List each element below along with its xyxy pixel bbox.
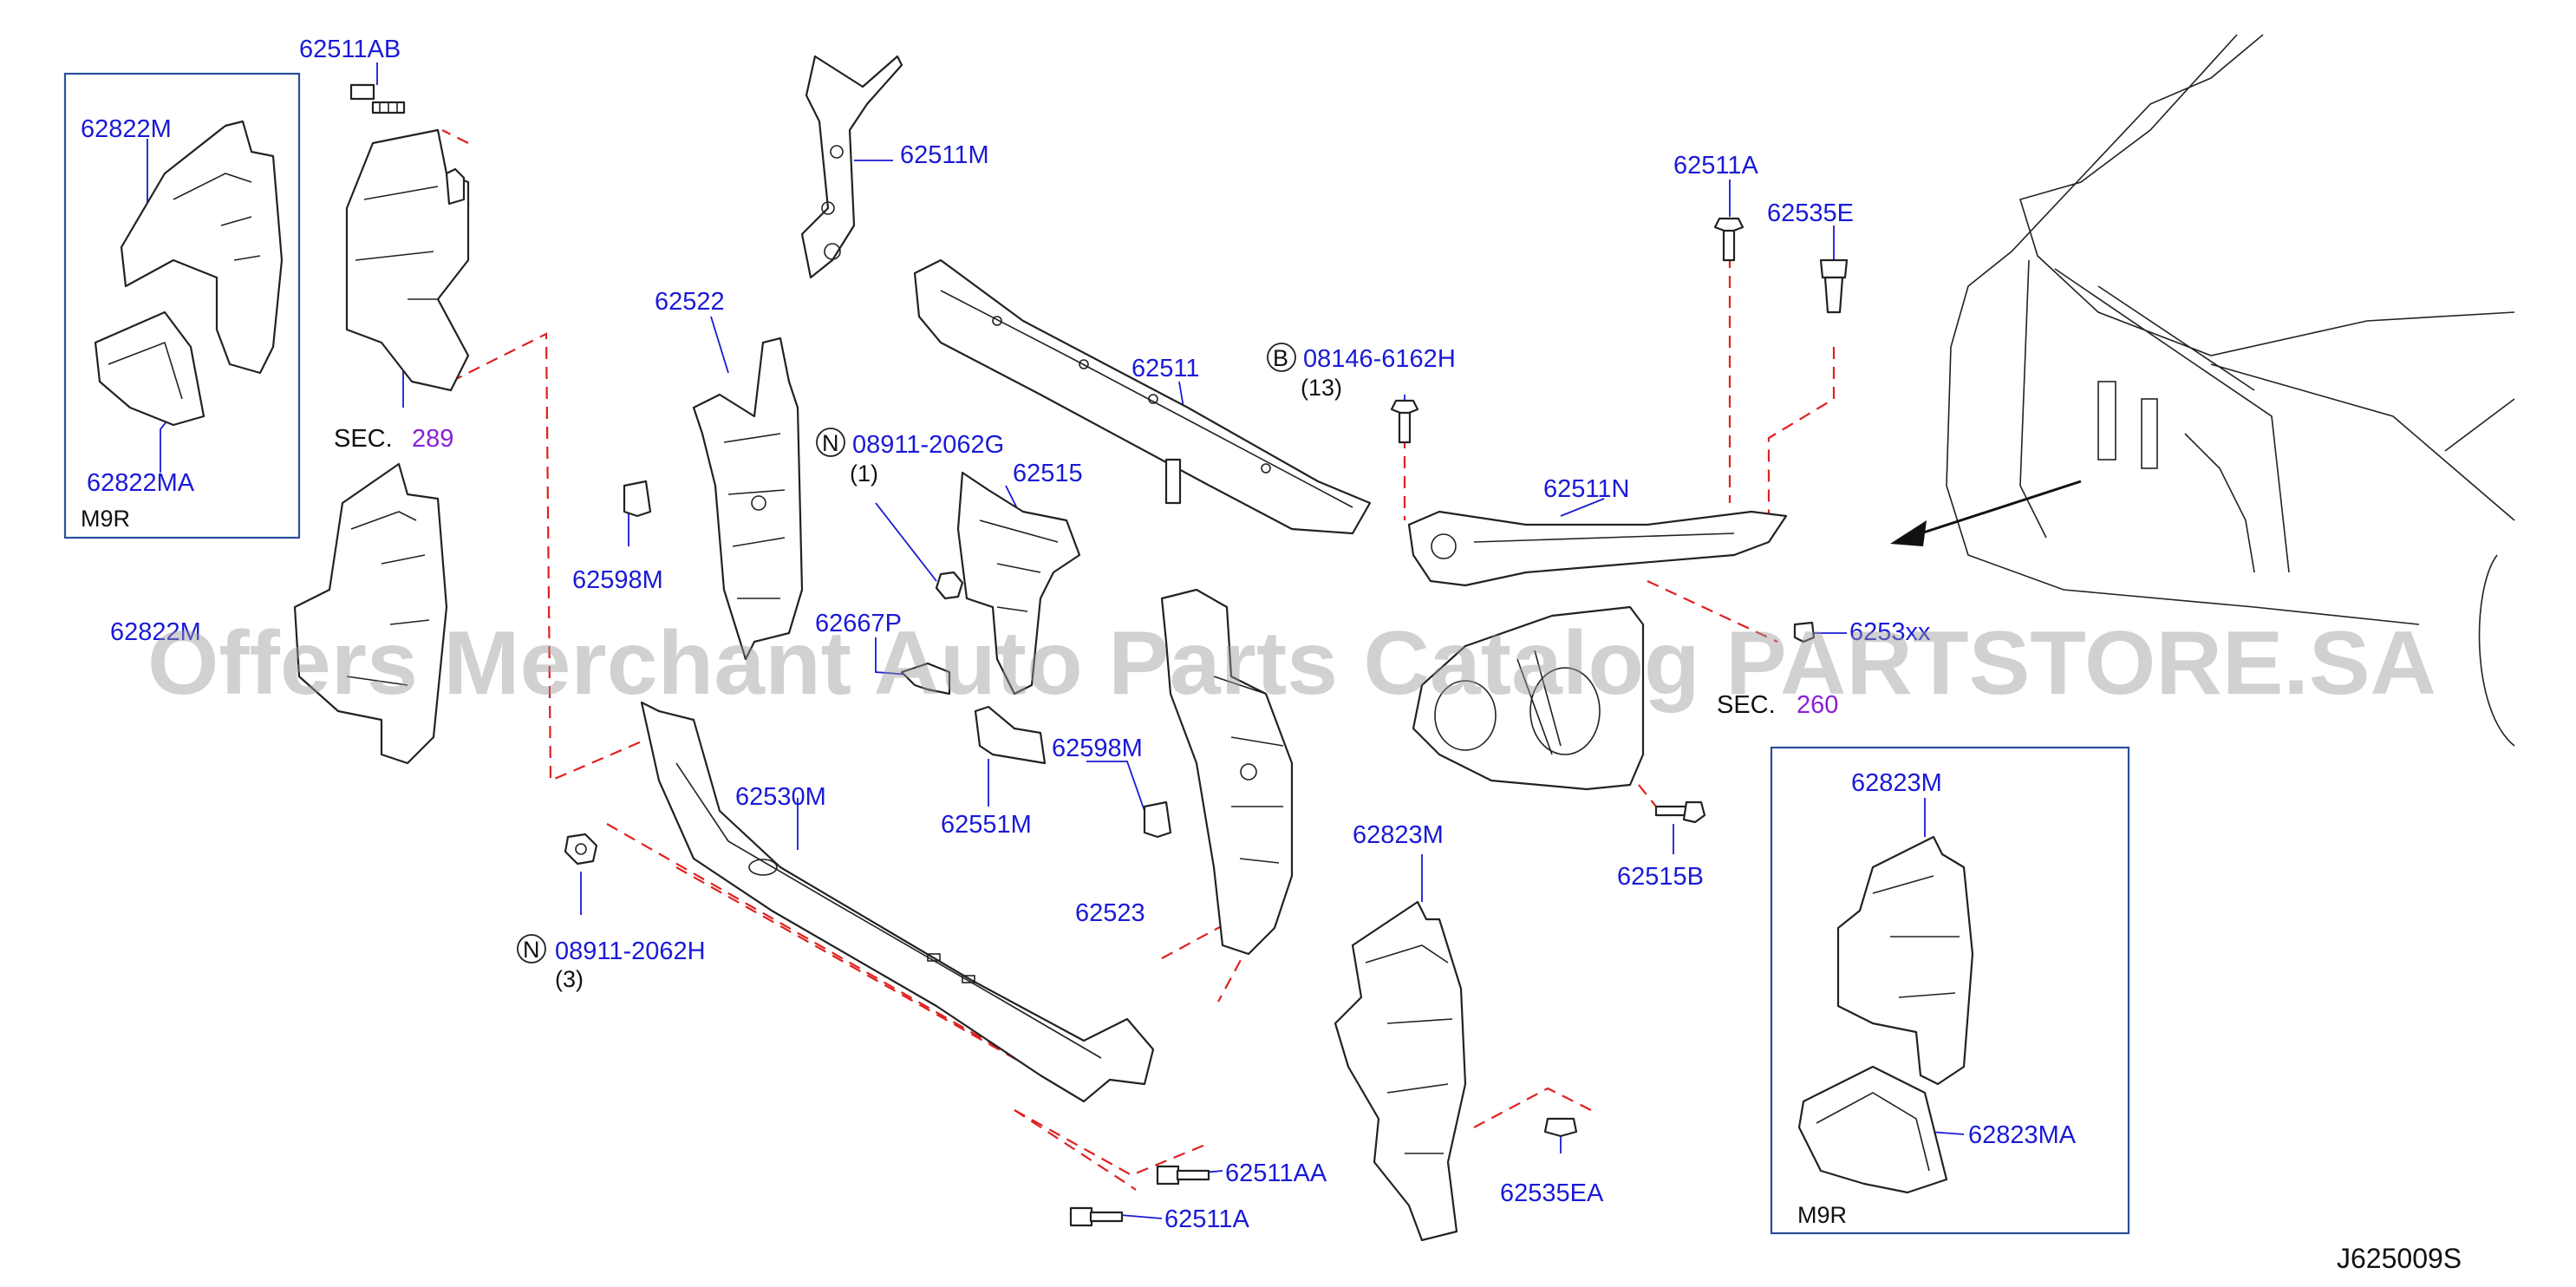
label-62511[interactable]: 62511 — [1131, 355, 1200, 382]
label-62822m-lower[interactable]: 62822M — [110, 618, 201, 646]
label-62535e[interactable]: 62535E — [1767, 199, 1854, 227]
label-08146-6162h[interactable]: 08146-6162H — [1303, 345, 1456, 373]
label-62823m-mid[interactable]: 62823M — [1353, 821, 1444, 849]
direction-arrow — [1890, 480, 2082, 546]
sec-289-prefix: SEC. — [334, 425, 393, 453]
sec-289-number[interactable]: 289 — [412, 425, 453, 453]
clip-62535e-part — [1819, 258, 1849, 314]
watermark-text: Offers Merchant Auto Parts Catalog PARTS… — [147, 613, 2436, 714]
label-08911-2062h[interactable]: 08911-2062H — [555, 937, 706, 965]
clip-62598m-left-part — [623, 480, 652, 518]
bracket-62551m-part — [974, 705, 1047, 765]
sec-260-number[interactable]: 260 — [1797, 691, 1838, 719]
upper-rail-62511-part — [913, 258, 1372, 535]
label-62515b[interactable]: 62515B — [1617, 863, 1704, 891]
vehicle-front-sketch — [1946, 34, 2515, 747]
bracket-62667p-part — [900, 662, 951, 696]
label-62823m-box[interactable]: 62823M — [1851, 769, 1942, 797]
label-62511ab[interactable]: 62511AB — [299, 36, 401, 63]
clip-6253xx-part — [1793, 621, 1816, 644]
bolt-62511a-bottom-part — [1069, 1206, 1124, 1227]
sec-260-prefix: SEC. — [1717, 691, 1776, 719]
label-62667p[interactable]: 62667P — [815, 610, 902, 637]
label-62523[interactable]: 62523 — [1075, 899, 1145, 927]
label-62823ma[interactable]: 62823MA — [1968, 1121, 2077, 1149]
marker-b-08146-6162h: B — [1273, 345, 1288, 371]
side-member-62522-part — [692, 336, 804, 661]
bolt-62515b-part — [1654, 800, 1706, 824]
nut-08911-2062g-part — [935, 571, 964, 600]
marker-circle-n-08911-2062h — [517, 934, 546, 964]
right-variant-box — [1770, 746, 2130, 1235]
label-62551m[interactable]: 62551M — [941, 811, 1032, 839]
label-62511a-top[interactable]: 62511A — [1673, 152, 1758, 180]
qty-08911-2062g: (1) — [850, 461, 878, 487]
air-guide-62822m-box-part — [120, 120, 284, 375]
qty-08911-2062h: (3) — [555, 966, 584, 992]
headlamp-part — [1412, 605, 1645, 791]
air-guide-62822m-lower-part — [293, 462, 448, 765]
label-62511aa[interactable]: 62511AA — [1225, 1160, 1327, 1187]
part-labels: 62511AB 62822M 62822MA M9R SEC. 289 6282… — [81, 36, 2462, 1274]
lower-rail-62530m-part — [640, 701, 1155, 1103]
air-guide-62822ma-part — [94, 310, 205, 427]
label-62522[interactable]: 62522 — [655, 288, 725, 316]
reservoir-tank-part — [345, 128, 470, 392]
nut-08911-2062h-part — [564, 833, 598, 866]
bolt-62511aa-part — [1156, 1165, 1210, 1186]
side-member-62523-part — [1160, 588, 1294, 956]
parts-artwork — [94, 34, 2515, 1242]
air-guide-62823m-mid-part — [1334, 900, 1467, 1242]
stay-62511n-part — [1407, 510, 1788, 587]
label-62535ea[interactable]: 62535EA — [1500, 1179, 1604, 1207]
marker-circle-n-08911-2062g — [816, 428, 845, 457]
bolt-62511a-top-part — [1713, 217, 1745, 262]
label-62598m-mid[interactable]: 62598M — [1052, 735, 1143, 762]
clip-62535ea-part — [1543, 1117, 1578, 1138]
clip-62598m-mid-part — [1143, 800, 1172, 839]
label-62511a-bottom[interactable]: 62511A — [1164, 1205, 1249, 1233]
label-62598m-left[interactable]: 62598M — [572, 566, 663, 594]
air-guide-62823ma-part — [1797, 1065, 1948, 1194]
box-right-model: M9R — [1797, 1202, 1847, 1228]
qty-08146-6162h: (13) — [1301, 375, 1342, 401]
box-left-model: M9R — [81, 506, 130, 532]
label-62515[interactable]: 62515 — [1013, 460, 1083, 487]
label-6253xx[interactable]: 6253xx — [1849, 618, 1931, 646]
bracket-62515-part — [956, 471, 1081, 696]
bracket-62511m-part — [800, 55, 903, 279]
label-62822ma[interactable]: 62822MA — [87, 469, 195, 497]
marker-circle-b-08146-6162h — [1267, 343, 1296, 372]
air-guide-62823m-box-part — [1836, 835, 1974, 1086]
bolt-08146-6162h-part — [1390, 399, 1419, 444]
label-62511m[interactable]: 62511M — [900, 141, 989, 169]
bolt-62511ab-part — [349, 83, 406, 114]
label-62511n[interactable]: 62511N — [1543, 475, 1629, 503]
label-08911-2062g[interactable]: 08911-2062G — [852, 431, 1004, 459]
marker-n-08911-2062g: N — [822, 430, 839, 456]
label-62530m[interactable]: 62530M — [735, 783, 826, 811]
label-62822m-box[interactable]: 62822M — [81, 115, 172, 143]
left-variant-box — [63, 72, 301, 539]
diagram-code: J625009S — [2337, 1243, 2462, 1274]
marker-n-08911-2062h: N — [523, 937, 540, 963]
